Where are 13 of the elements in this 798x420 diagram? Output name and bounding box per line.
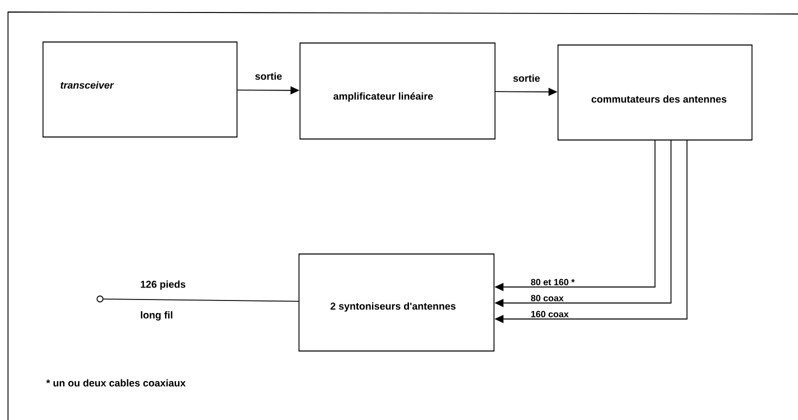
edge-label: 126 pieds: [140, 280, 186, 290]
edge-label: sortie: [255, 72, 282, 80]
block-box: commutateurs des antennes: [558, 44, 752, 140]
edge-label: sortie: [513, 74, 540, 82]
block-box: 2 syntoniseurs d'antennes: [298, 254, 494, 352]
edge-label: 80 et 160 *: [530, 278, 575, 286]
block-box: transceiver: [42, 42, 238, 138]
edge-label: 160 coax: [531, 310, 569, 318]
block-box: amplificateur linéaire: [300, 42, 496, 140]
note-text: * un ou deux cables coaxiaux: [46, 379, 186, 387]
edge-label: 80 coax: [530, 294, 564, 302]
note-text: long fil: [140, 311, 172, 321]
wire-line: [103, 298, 299, 302]
